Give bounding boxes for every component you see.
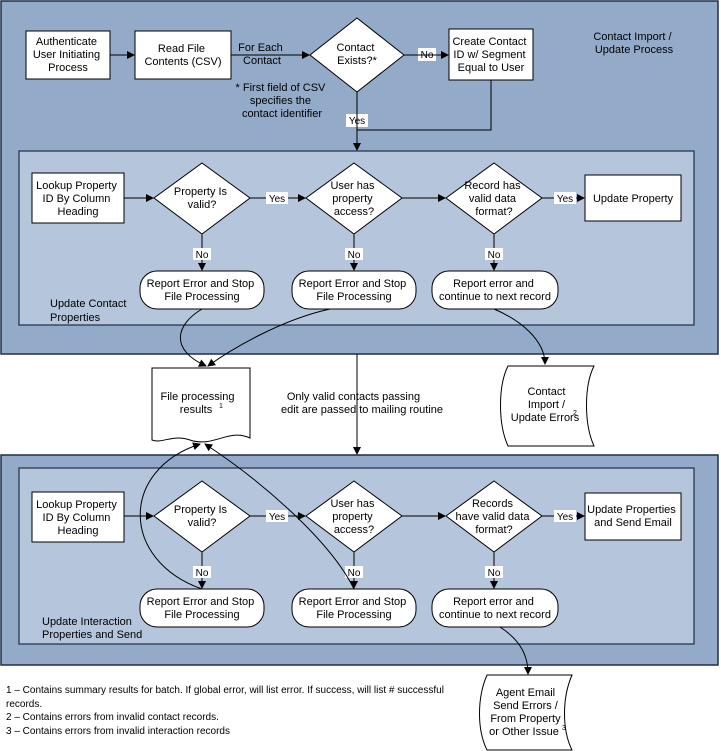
read-file-box [134, 30, 232, 80]
ui-no-1: No [196, 568, 209, 579]
uc-update-box [584, 174, 682, 222]
ui-report-stop-2 [291, 588, 417, 628]
read-file-text: Read File Contents (CSV) [144, 43, 221, 68]
ui-yes-1: Yes [269, 512, 285, 523]
contact-exists-text: Contact Exists?* [337, 42, 378, 67]
authenticate-text: Authenticate User Initiating Process [33, 36, 103, 74]
agent-errors-doc [479, 674, 573, 751]
arrow-continue-to-agent [499, 626, 532, 675]
import-errors-doc [500, 365, 595, 447]
uc-report-stop-2 [291, 270, 417, 310]
footnote-legend: 1 – Contains summary results for batch. … [6, 684, 476, 738]
uc-report-stop-1 [139, 270, 265, 310]
uc-report-continue [431, 270, 559, 310]
uc-user-access-text: User has property access? [330, 180, 377, 218]
uc-yes-1: Yes [269, 194, 285, 205]
update-contact-label: Update Contact Properties [50, 298, 130, 324]
create-contact-box [448, 28, 534, 81]
ui-yes-1-bg [266, 510, 288, 522]
update-interaction-label: Update Interaction Properties and Send [42, 616, 142, 641]
legend-item-1: 1 – Contains summary results for batch. … [6, 685, 444, 710]
authenticate-box [25, 30, 111, 80]
ui-lookup-text: Lookup Property ID By Column Heading [36, 499, 120, 537]
uc-lookup-text: Lookup Property ID By Column Heading [36, 180, 120, 218]
uc-yes-2-bg [554, 192, 576, 204]
arrow-continue-to-errors [493, 308, 549, 365]
uc-lookup-box [31, 172, 125, 224]
csv-footnote: * First field of CSV specifies the conta… [236, 82, 329, 120]
uc-property-valid-text: Property Is valid? [174, 186, 230, 211]
ui-yes-2-bg [554, 510, 576, 522]
ui-report-stop-1-text: Report Error and Stop File Processing [147, 596, 258, 621]
ui-update-text: Update Properties and Send Email [587, 504, 679, 529]
ui-report-stop-2-text: Report Error and Stop File Processing [299, 596, 410, 621]
ui-no-3-bg [485, 566, 503, 578]
import-errors-text: Contact Import / Update Errors [511, 386, 580, 424]
legend-item-3: 3 – Contains errors from invalid interac… [6, 725, 230, 737]
uc-no-3-bg [485, 248, 503, 260]
uc-no-2-bg [345, 248, 363, 260]
arrow-ui-stop1-to-results [139, 442, 203, 590]
ui-no-2-bg [345, 566, 363, 578]
arrow-ui-stop2-to-results [204, 443, 355, 590]
ui-no-2: No [348, 568, 361, 579]
ui-lookup-box [31, 491, 125, 543]
uc-report-continue-text: Report error and continue to next record [439, 278, 551, 303]
ui-no-3: No [488, 568, 501, 579]
contact-import-label: Contact Import / Update Process [593, 31, 674, 56]
ui-report-stop-1 [139, 588, 265, 628]
uc-no-2: No [348, 250, 361, 261]
file-results-sup: 1 [219, 403, 223, 410]
ui-yes-2: Yes [557, 512, 573, 523]
ui-report-continue-text: Report error and continue to next record [439, 596, 551, 621]
ui-property-valid-text: Property Is valid? [174, 504, 230, 529]
create-contact-text: Create Contact ID w/ Segment Equal to Us… [452, 36, 529, 74]
agent-errors-text: Agent Email Send Errors / From Property … [489, 687, 564, 738]
uc-no-1: No [196, 250, 209, 261]
uc-report-stop-1-text: Report Error and Stop File Processing [147, 278, 258, 303]
ui-no-1-bg [193, 566, 211, 578]
file-results-doc [151, 367, 251, 443]
import-errors-sup: 2 [573, 410, 577, 417]
uc-no-1-bg [193, 248, 211, 260]
uc-valid-format-text: Record has valid data format? [464, 180, 523, 218]
ui-update-box [584, 492, 682, 541]
uc-yes-2: Yes [557, 194, 573, 205]
uc-no-3: No [488, 250, 501, 261]
uc-report-stop-2-text: Report Error and Stop File Processing [299, 278, 410, 303]
ui-user-access-text: User has property access? [330, 498, 377, 536]
arrow-create-down [357, 80, 492, 131]
agent-errors-sup: 3 [562, 725, 566, 732]
arrow-stop2-to-results [207, 308, 331, 367]
for-each-label: For Each Contact [238, 42, 286, 67]
legend-item-2: 2 – Contains errors from invalid contact… [6, 712, 219, 723]
uc-update-text: Update Property [593, 193, 674, 205]
file-results-text: File processing results [160, 391, 237, 416]
ui-valid-format-text: Records have valid data format? [455, 498, 532, 536]
arrow-stop1-to-results [179, 308, 207, 367]
ui-report-continue [431, 588, 559, 628]
uc-yes-1-bg [266, 192, 288, 204]
valid-contacts-note: Only valid contacts passing edit are pas… [281, 391, 443, 416]
